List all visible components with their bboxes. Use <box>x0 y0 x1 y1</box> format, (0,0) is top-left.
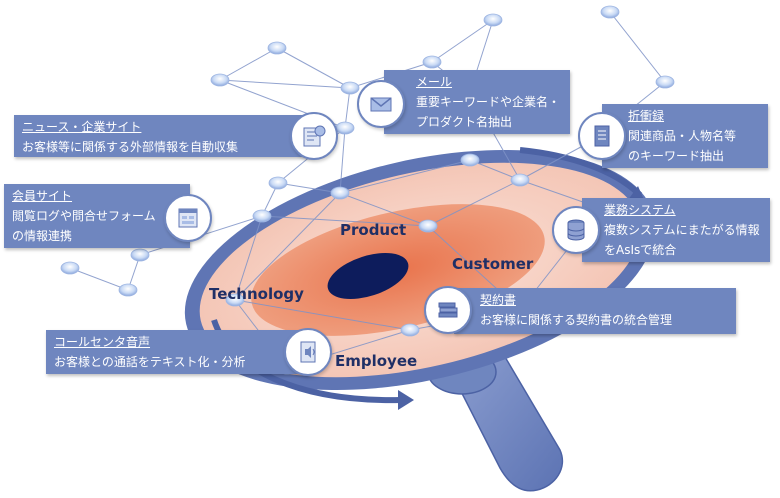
network-link <box>234 215 263 301</box>
network-link <box>219 47 278 81</box>
document-icon <box>578 112 626 160</box>
network-link <box>276 47 351 89</box>
network-link <box>519 141 591 181</box>
network-link <box>339 127 346 194</box>
network-node <box>225 293 245 307</box>
network-link <box>277 182 341 194</box>
source-news: ニュース・企業サイト お客様等に関係する外部情報を自動収集 <box>14 115 314 157</box>
label-customer: Customer <box>452 255 534 273</box>
books-icon <box>424 286 472 334</box>
label-employee: Employee <box>335 352 418 370</box>
network-link <box>339 159 471 194</box>
network-node <box>330 186 350 200</box>
network-node <box>460 153 480 167</box>
network-link <box>261 215 429 227</box>
source-news-desc: お客様等に関係する外部情報を自動収集 <box>22 140 239 154</box>
source-report-desc1: 関連商品・人物名等 <box>628 129 737 143</box>
network-link <box>339 192 429 227</box>
network-node <box>510 173 530 187</box>
network-node <box>268 176 288 190</box>
source-mail-desc2: プロダクト名抽出 <box>416 115 513 129</box>
source-news-title: ニュース・企業サイト <box>22 120 142 134</box>
label-product: Product <box>340 221 407 239</box>
mail-icon <box>357 80 405 128</box>
network-node <box>210 73 230 87</box>
network-node <box>400 323 420 337</box>
network-node <box>252 209 272 223</box>
network-link <box>427 179 521 227</box>
source-callcenter-desc: お客様との通話をテキスト化・分析 <box>54 355 246 369</box>
network-link <box>219 79 351 89</box>
network-link <box>234 192 341 301</box>
source-report-desc2: のキーワード抽出 <box>628 149 725 163</box>
network-node <box>118 283 138 297</box>
web-form-icon <box>164 194 212 242</box>
network-node <box>483 13 503 27</box>
audio-icon <box>284 328 332 376</box>
network-link <box>69 267 129 291</box>
network-node <box>422 55 442 69</box>
database-icon <box>552 206 600 254</box>
source-system-desc2: をAsIsで統合 <box>604 243 677 257</box>
source-contract-title: 契約書 <box>480 293 517 307</box>
network-link <box>344 87 351 129</box>
network-link <box>431 19 494 63</box>
source-contract: 契約書 お客様に関係する契約書の統合管理 <box>454 288 736 334</box>
network-link <box>234 299 411 331</box>
source-member-title: 会員サイト <box>12 189 73 203</box>
source-mail-desc1: 重要キーワードや企業名・ <box>416 95 561 109</box>
label-technology: Technology <box>209 285 304 303</box>
source-negotiation-record: 折衝録 関連商品・人物名等 のキーワード抽出 <box>602 104 768 168</box>
network-node <box>130 248 150 262</box>
source-call-center: コールセンタ音声 お客様との通話をテキスト化・分析 <box>46 330 308 374</box>
source-member-desc2: の情報連携 <box>12 229 73 243</box>
source-system-desc1: 複数システムにまたがる情報 <box>604 223 760 237</box>
source-report-title: 折衝録 <box>628 109 665 123</box>
network-node <box>655 75 675 89</box>
source-mail-title: メール <box>416 75 453 89</box>
newspaper-icon <box>290 112 338 160</box>
source-callcenter-title: コールセンタ音声 <box>54 335 151 349</box>
network-node <box>418 219 438 233</box>
network-node <box>600 5 620 19</box>
network-link <box>469 159 521 181</box>
network-node <box>267 41 287 55</box>
source-mail: メール 重要キーワードや企業名・ プロダクト名抽出 <box>384 70 570 134</box>
network-link <box>609 11 666 83</box>
network-node <box>335 121 355 135</box>
source-member-desc1: 閲覧ログや問合せフォーム <box>12 209 156 223</box>
source-contract-desc: お客様に関係する契約書の統合管理 <box>480 313 673 327</box>
network-nodes <box>60 5 675 375</box>
source-business-system: 業務システム 複数システムにまたがる情報 をAsIsで統合 <box>582 198 770 262</box>
network-node <box>340 81 360 95</box>
source-system-title: 業務システム <box>604 203 676 217</box>
source-member-site: 会員サイト 閲覧ログや問合せフォーム の情報連携 <box>4 184 190 248</box>
network-node <box>60 261 80 275</box>
